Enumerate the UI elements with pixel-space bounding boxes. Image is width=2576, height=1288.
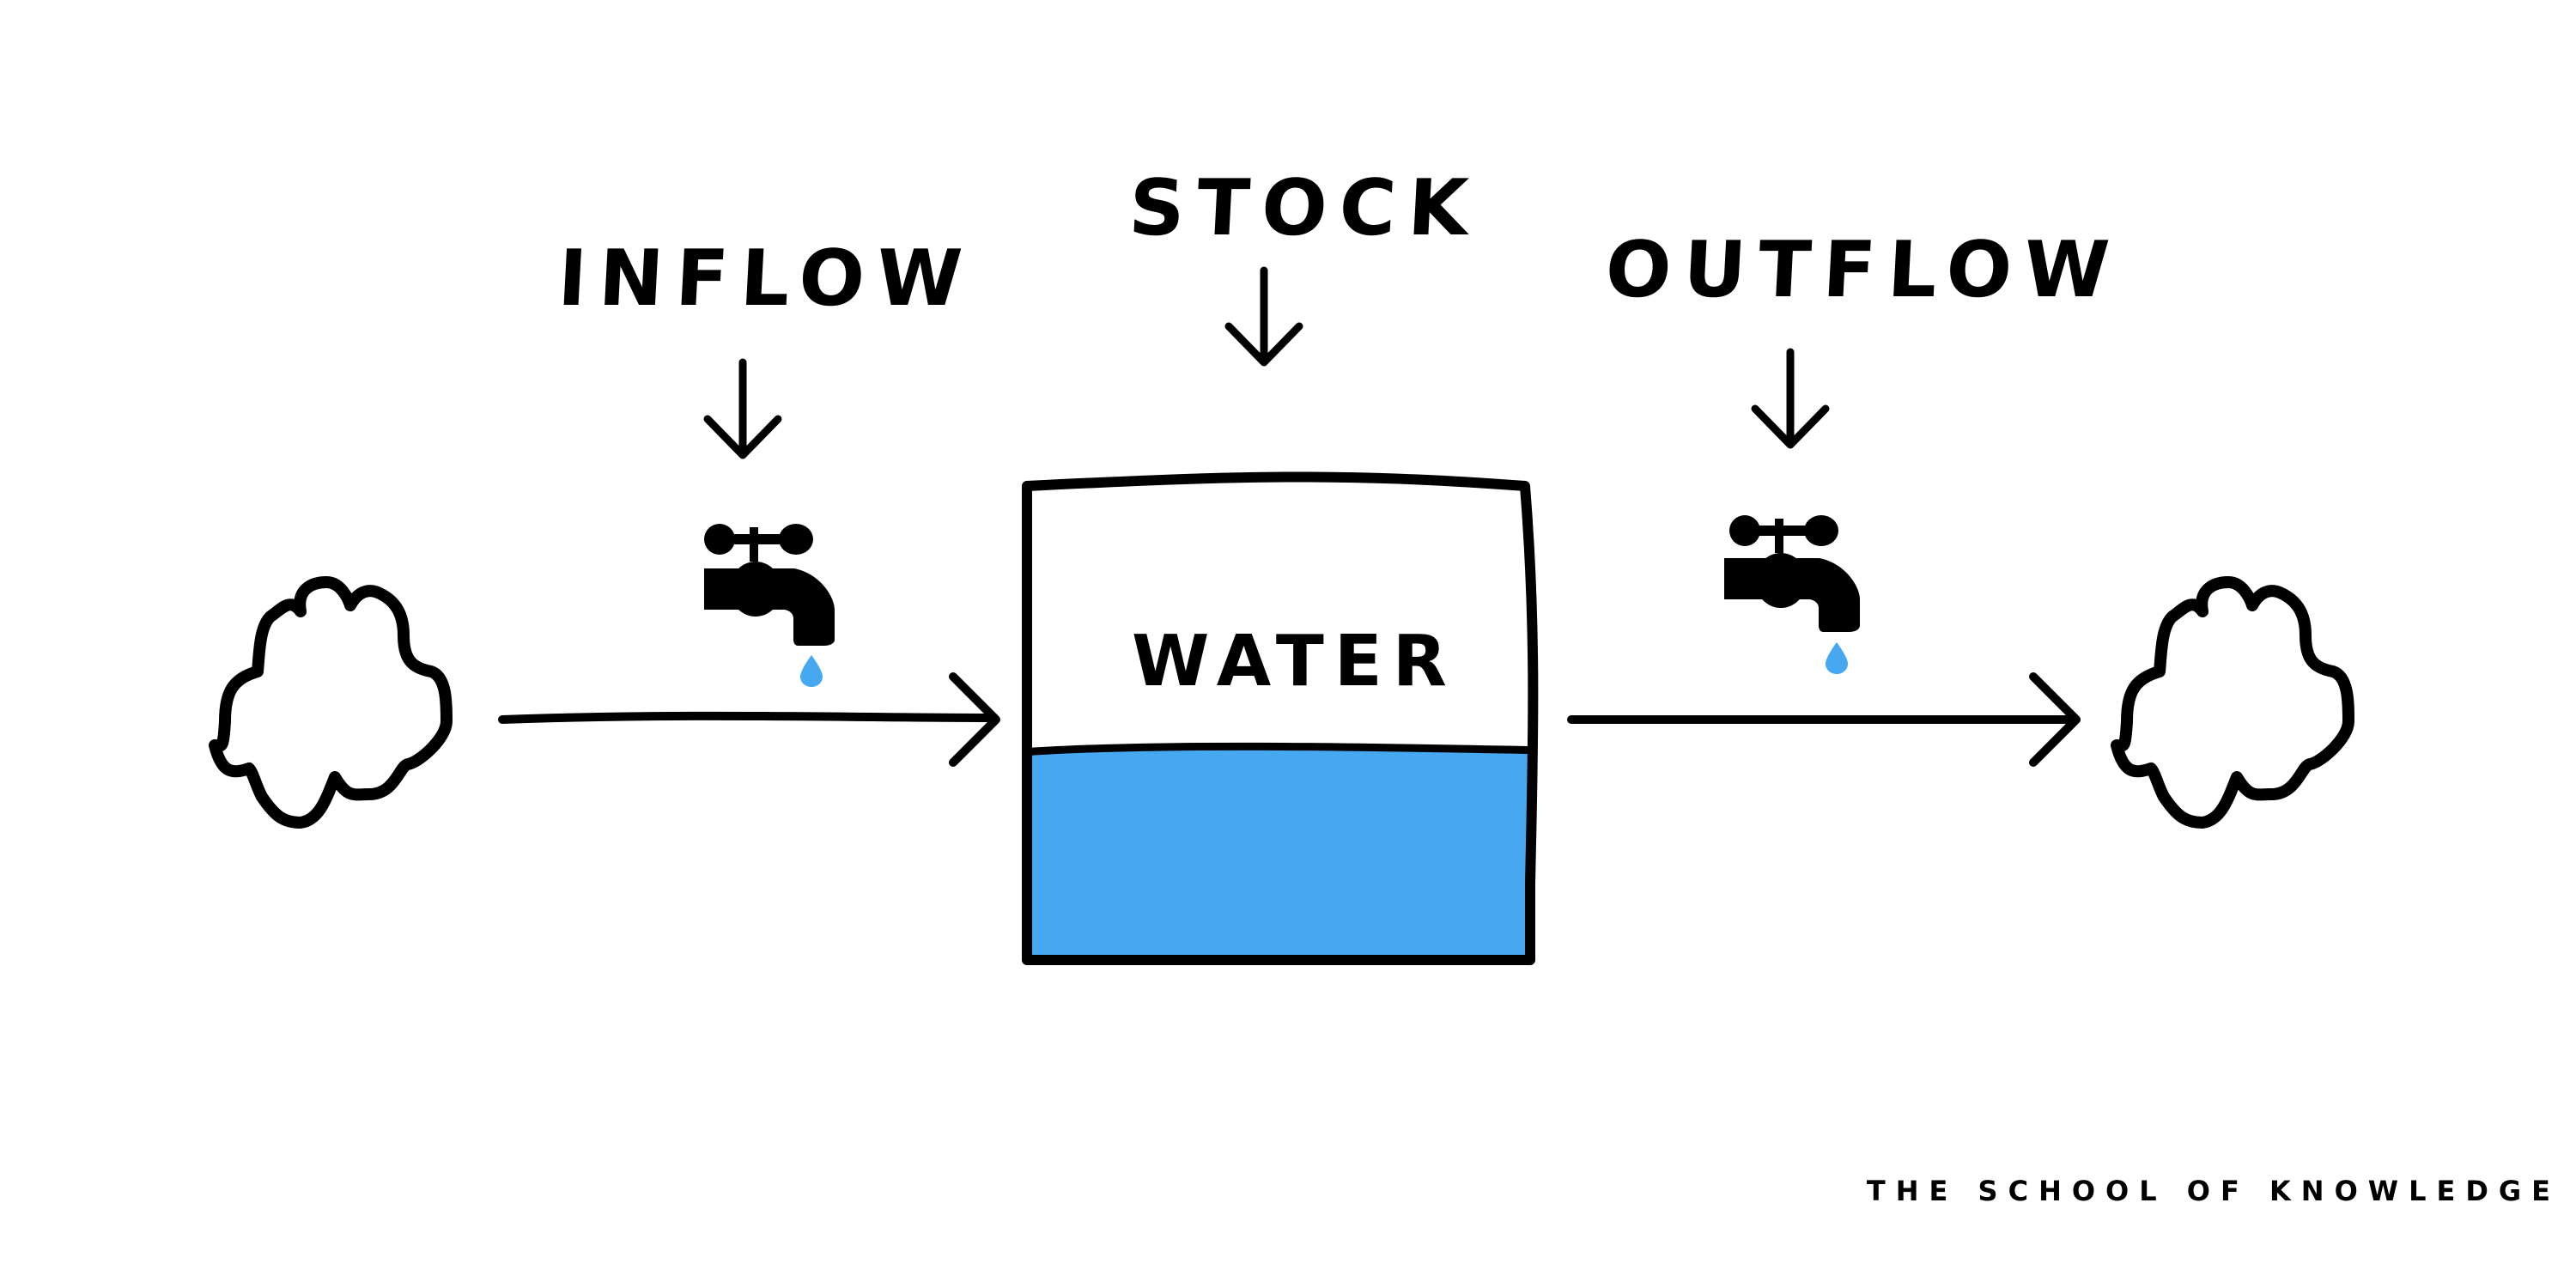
outflow-arrow	[1567, 672, 2081, 767]
outflow-label: OUTFLOW	[1603, 225, 2124, 315]
sink-cloud-icon	[2111, 576, 2354, 829]
tank-outline	[1022, 471, 1539, 965]
inflow-arrow	[498, 672, 1000, 767]
inflow-faucet-icon	[704, 524, 835, 646]
inflow-label: INFLOW	[556, 234, 976, 324]
outflow-water-drop-icon	[1826, 642, 1848, 674]
outflow-faucet-icon	[1724, 515, 1860, 632]
stock-tank	[1022, 471, 1539, 965]
water-label: WATER	[1132, 621, 1457, 702]
stock-label: STOCK	[1127, 163, 1483, 253]
source-cloud-icon	[209, 576, 453, 829]
brand-signature: THE SCHOOL OF KNOWLEDGE	[1866, 1175, 2561, 1207]
outflow-pointer-arrow	[1751, 348, 1830, 449]
stock-pointer-arrow	[1224, 266, 1303, 367]
water-level-fill	[1027, 746, 1530, 960]
inflow-water-drop-icon	[800, 655, 823, 687]
inflow-pointer-arrow	[703, 358, 782, 459]
water-surface-line	[1023, 742, 1534, 756]
